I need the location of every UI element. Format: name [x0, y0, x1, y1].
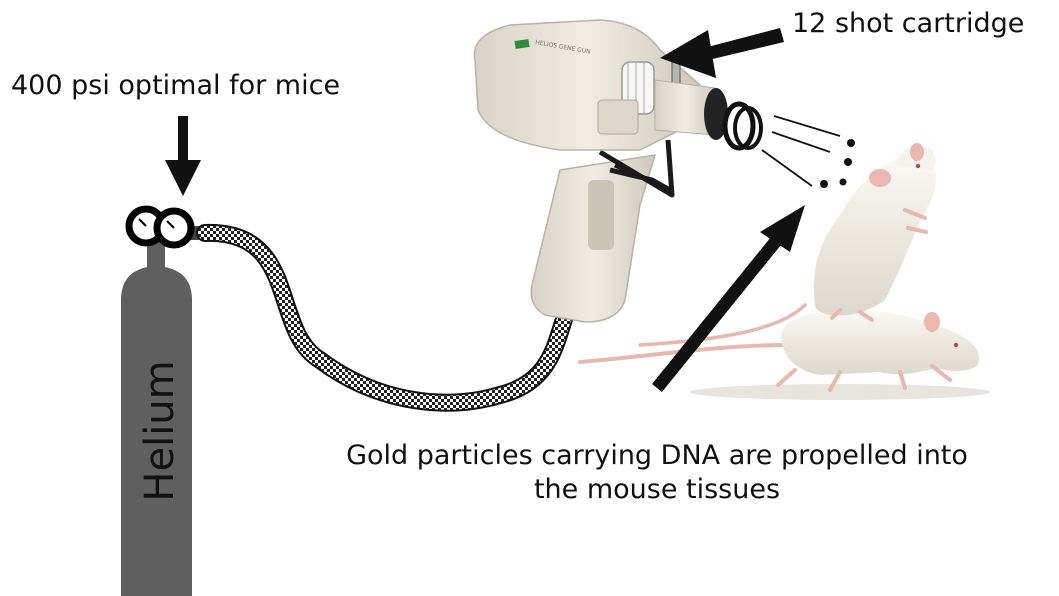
pressure-label: 400 psi optimal for mice — [11, 70, 340, 102]
particles-caption: Gold particles carrying DNA are propelle… — [262, 439, 1052, 507]
particles-caption-line-2: the mouse tissues — [262, 473, 1052, 507]
particles-caption-line-1: Gold particles carrying DNA are propelle… — [262, 439, 1052, 473]
helium-tank: Helium — [121, 238, 192, 596]
arrow-to-gauge-icon — [165, 116, 201, 196]
gene-gun: HELIOS GENE GUN — [474, 20, 761, 322]
arrow-to-particles-icon — [652, 205, 805, 392]
particle-spray — [762, 116, 855, 188]
pressure-gauge-icon — [129, 209, 208, 245]
cartridge-label: 12 shot cartridge — [792, 8, 1024, 40]
tank-label: Helium — [137, 360, 183, 501]
